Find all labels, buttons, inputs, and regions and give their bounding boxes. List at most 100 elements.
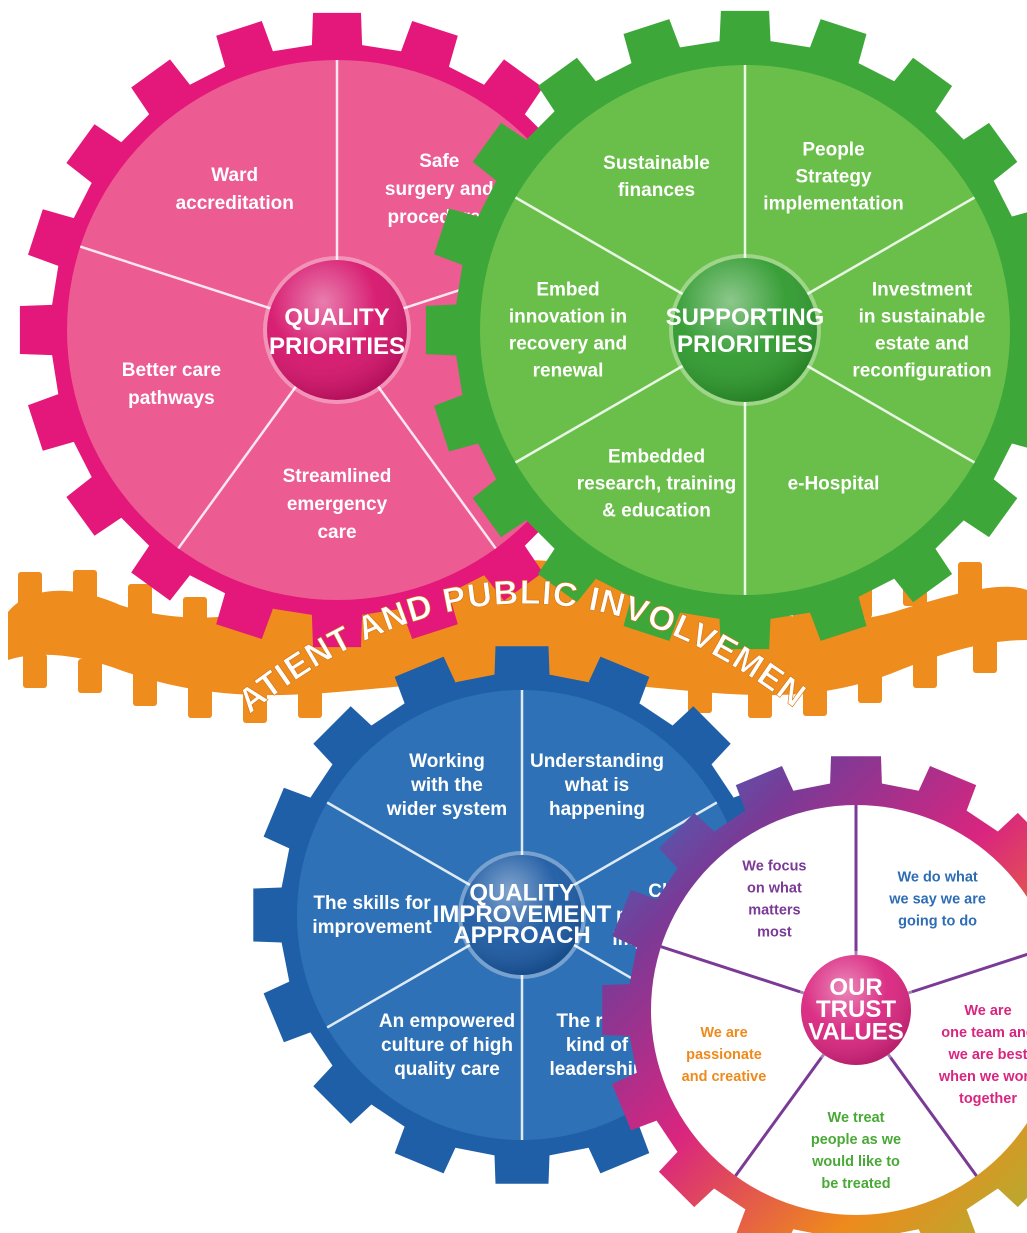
improvement-segment-label: Working with the wider system [386,751,507,820]
improvement-segment-divider [326,943,471,1029]
values-segment-divider [660,945,805,995]
values-segment-label: We do what we say we are going to do [888,870,986,930]
quality-hub-shine [267,260,407,400]
values-segment-line: matters [748,903,800,919]
values-segment-line: we say we are [888,892,986,908]
values-center-line: VALUES [808,1019,904,1046]
values-segment-line: going to do [898,914,977,930]
trust-values-gear: We do what we say we are going to do We are… [602,756,1027,1233]
improvement-segment-line: happening [549,799,645,820]
values-center-line: TRUST [816,996,896,1023]
improvement-segment-label: The skills for improvement [312,893,432,938]
quality-segment-line: Streamlined [283,466,392,487]
values-segment-line: we are best [948,1047,1027,1063]
supporting-segment-line: implementation [763,194,903,215]
involvement-band-tooth [803,682,827,716]
involvement-band-tooth [183,597,207,631]
values-segment-line: on what [747,881,802,897]
supporting-hub-shine [673,258,817,402]
values-segment-line: together [959,1091,1017,1107]
improvement-segment-line: with the [410,775,483,796]
supporting-segment-line: Investment [872,280,973,301]
values-segment-line: would like to [811,1154,900,1170]
values-segment-label: We treat people as we would like to be trea… [811,1110,901,1192]
supporting-segment-line: reconfiguration [852,361,991,382]
supporting-segment-divider [806,196,976,296]
quality-center-line: PRIORITIES [269,333,405,360]
quality-segment-divider [79,245,271,310]
values-segment-line: people as we [811,1132,901,1148]
involvement-band-tooth [188,684,212,718]
supporting-segment-line: Embed [536,280,599,301]
involvement-band-tooth [18,572,42,606]
quality-segment-line: emergency [287,494,388,515]
supporting-segment-line: People [802,140,864,161]
improvement-segment-line: culture of high [381,1035,513,1056]
values-segment-line: be treated [821,1176,890,1192]
quality-segment-line: Safe [419,151,459,172]
values-segment-line: We do what [897,870,977,886]
quality-segment-divider [177,385,297,550]
involvement-band-tooth [243,689,267,723]
involvement-band-tooth [688,679,712,713]
involvement-band-tooth [958,562,982,596]
quality-segment-line: care [317,522,356,543]
supporting-center-line: SUPPORTING [666,304,825,331]
quality-segment-label: Streamlined emergency care [283,466,392,543]
supporting-segment-line: e-Hospital [788,473,880,494]
involvement-band-tooth [748,684,772,718]
supporting-segment-line: finances [618,180,695,201]
improvement-segment-line: wider system [386,799,507,820]
supporting-segment-divider [514,196,684,296]
improvement-segment-line: what is [564,775,629,796]
supporting-segment-line: research, training [577,473,736,494]
involvement-band-tooth [858,669,882,703]
improvement-center-line: QUALITY [469,880,574,907]
quality-center-line: QUALITY [284,304,389,331]
improvement-segment-line: kind of [566,1035,629,1056]
values-segment-divider [734,1053,825,1177]
involvement-band-tooth [913,654,937,688]
quality-segment-line: accreditation [176,193,294,214]
supporting-segment-divider [514,364,684,464]
improvement-segment-line: leadership [549,1059,644,1080]
values-segment-line: when we work [938,1069,1027,1085]
values-segment-line: passionate [686,1047,762,1063]
values-hub-shine [801,955,911,1065]
involvement-band-tooth [973,639,997,673]
improvement-center-line: IMPROVEMENT [433,901,612,928]
involvement-band-tooth [73,570,97,604]
values-segment-line: We treat [828,1110,885,1126]
supporting-segment-line: innovation in [509,307,627,328]
quality-segment-line: surgery and [385,179,494,200]
improvement-segment-line: The skills for [313,893,431,914]
improvement-hub-shine [462,855,582,975]
supporting-segment-line: Sustainable [603,153,710,174]
involvement-band-tooth [78,659,102,693]
supporting-segment-line: recovery and [509,334,627,355]
involvement-band-tooth [133,672,157,706]
values-segment-line: We are [700,1025,747,1041]
supporting-segment-line: in sustainable [859,307,986,328]
quality-segment-divider [377,385,497,550]
improvement-segment-line: improvement [312,917,432,938]
supporting-center-line: PRIORITIES [677,331,813,358]
improvement-segment-line: quality care [394,1059,500,1080]
supporting-segment-line: & education [602,500,711,521]
improvement-segment-line: Working [409,751,485,772]
